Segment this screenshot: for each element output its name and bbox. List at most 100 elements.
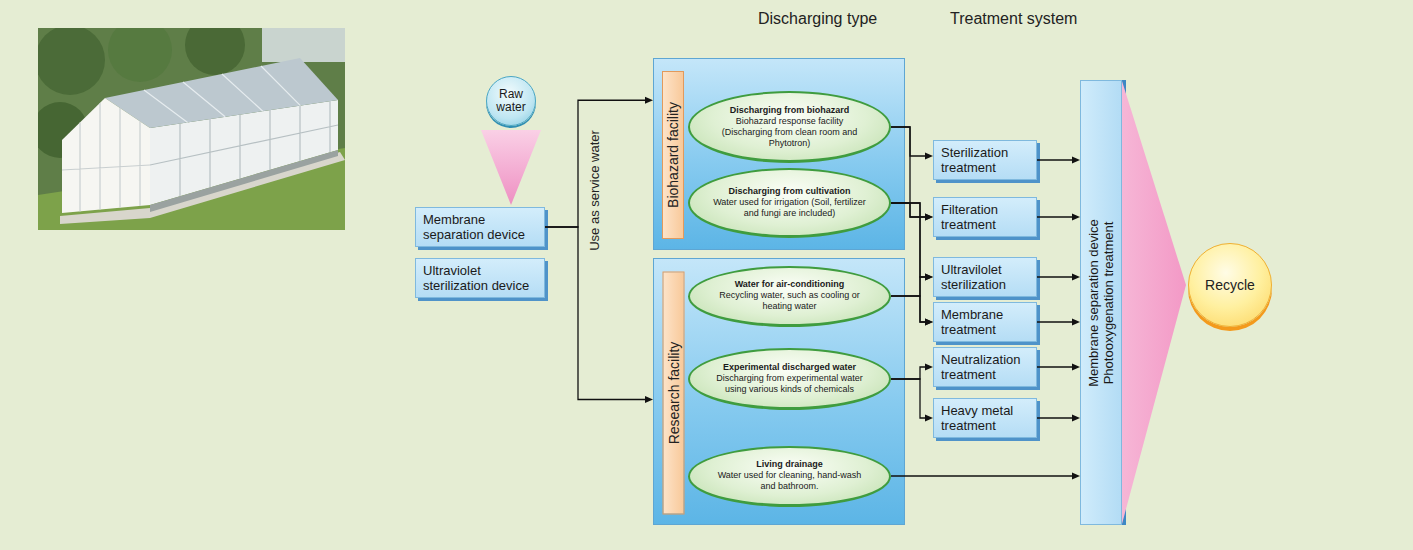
connector xyxy=(1037,364,1080,371)
arrow-head xyxy=(1072,364,1080,371)
connector-line xyxy=(891,296,927,322)
node-text: Membrane treatment xyxy=(941,307,1031,337)
connector xyxy=(545,97,653,227)
column-heading: Treatment system xyxy=(950,10,1077,28)
arrow-head xyxy=(1072,319,1080,326)
block-arrow xyxy=(481,130,541,205)
recycle-circle: Recycle xyxy=(1188,243,1272,327)
final-treatment-box: Membrane separation device Photooxygenat… xyxy=(1080,80,1122,525)
node-text: Filteration treatment xyxy=(941,202,1031,232)
device-box: Ultraviolet sterilization device xyxy=(415,258,545,298)
connector xyxy=(1037,214,1080,221)
node-text: Sterilization treatment xyxy=(941,145,1031,175)
arrow-head xyxy=(925,319,933,326)
facility-panel: Research facilityWater for air-condition… xyxy=(653,258,905,525)
treatment-box: Sterilization treatment xyxy=(933,140,1037,180)
connector-line xyxy=(891,203,927,277)
photo-group xyxy=(38,28,345,230)
connector xyxy=(891,274,933,297)
discharge-description: Discharging from experimental water usin… xyxy=(710,373,869,395)
treatment-box: Ultravilolet sterilization xyxy=(933,257,1037,297)
arrow-head xyxy=(925,214,933,221)
connector-line xyxy=(1037,216,1074,217)
connector-line xyxy=(1037,276,1074,277)
arrow-head xyxy=(925,214,933,221)
connector xyxy=(1037,415,1080,422)
discharge-ellipse: Discharging from cultivationWater used f… xyxy=(688,168,891,238)
flow-label: Use as service water xyxy=(587,120,602,260)
tree xyxy=(185,28,245,75)
arrow-head xyxy=(925,364,933,371)
arrow-head xyxy=(1072,473,1080,480)
connector xyxy=(891,203,933,326)
arrow-head xyxy=(1072,157,1080,164)
connector xyxy=(1037,157,1080,164)
tree xyxy=(38,28,105,95)
arrow-head xyxy=(925,274,933,281)
discharge-heading: Discharging from biohazard xyxy=(730,105,850,116)
device-box: Membrane separation device xyxy=(415,207,545,247)
source-circle: Raw water xyxy=(486,76,536,126)
connector-line xyxy=(1037,321,1074,322)
connector xyxy=(1122,81,1186,524)
facility-label: Biohazard facility xyxy=(662,71,684,239)
node-text: Ultraviolet sterilization device xyxy=(423,263,539,293)
treatment-box: Filteration treatment xyxy=(933,197,1037,237)
connector xyxy=(891,379,933,422)
connector-line xyxy=(891,367,927,379)
connector xyxy=(891,364,933,380)
arrow-head xyxy=(925,319,933,326)
node-text: Heavy metal treatment xyxy=(941,403,1031,433)
treatment-box: Neutralization treatment xyxy=(933,347,1037,387)
arrow-head xyxy=(925,415,933,422)
connector-line xyxy=(891,203,927,322)
connector-line xyxy=(891,475,1074,476)
discharge-ellipse: Experimental discharged waterDischarging… xyxy=(688,348,891,410)
connector-line xyxy=(1037,366,1074,367)
block-arrow xyxy=(1122,81,1186,524)
discharge-heading: Living drainage xyxy=(756,459,823,470)
arrow-head xyxy=(925,153,933,160)
connector-line xyxy=(545,227,647,400)
node-text: Ultravilolet sterilization xyxy=(941,262,1031,292)
node-text: Membrane separation device xyxy=(423,212,539,242)
treatment-text: Membrane separation device Photooxygenat… xyxy=(1086,188,1116,418)
connector-line xyxy=(891,379,927,418)
discharge-ellipse: Discharging from biohazardBiohazard resp… xyxy=(688,91,891,163)
discharge-description: Water used for cleaning, hand-wash and b… xyxy=(710,470,869,492)
connector xyxy=(891,127,933,160)
arrow-head xyxy=(925,274,933,281)
discharge-heading: Water for air-conditioning xyxy=(735,279,845,290)
gable-mullions xyxy=(62,103,150,211)
wall-base xyxy=(150,150,338,212)
connector-line xyxy=(891,127,927,156)
arrow-head xyxy=(1072,274,1080,281)
connector xyxy=(891,296,933,326)
connector-line xyxy=(1037,417,1074,418)
facility-panel: Biohazard facilityDischarging from bioha… xyxy=(653,58,905,250)
discharge-ellipse: Water for air-conditioningRecycling wate… xyxy=(688,266,891,327)
connector-line xyxy=(891,203,927,217)
connector-line xyxy=(1037,159,1074,160)
connector xyxy=(891,473,1080,480)
discharge-heading: Discharging from cultivation xyxy=(728,186,850,197)
arrow-head xyxy=(645,97,653,104)
tree xyxy=(108,28,172,82)
connector xyxy=(545,227,653,403)
connector-line xyxy=(891,277,927,296)
gable-wall xyxy=(62,98,150,213)
connector xyxy=(891,203,933,281)
arrow-head xyxy=(645,396,653,403)
connector xyxy=(1037,319,1080,326)
connector xyxy=(891,203,933,221)
node-text: Recycle xyxy=(1205,277,1255,293)
roof-grid xyxy=(144,66,300,122)
discharge-description: Recycling water, such as cooling or heat… xyxy=(710,290,869,312)
arrow-head xyxy=(1072,214,1080,221)
treatment-box: Heavy metal treatment xyxy=(933,398,1037,438)
discharge-description: Biohazard response facility (Discharging… xyxy=(710,116,869,149)
connector xyxy=(1037,274,1080,281)
sky-patch xyxy=(262,28,345,62)
discharge-description: Water used for irrigation (Soil, fertili… xyxy=(710,197,869,219)
